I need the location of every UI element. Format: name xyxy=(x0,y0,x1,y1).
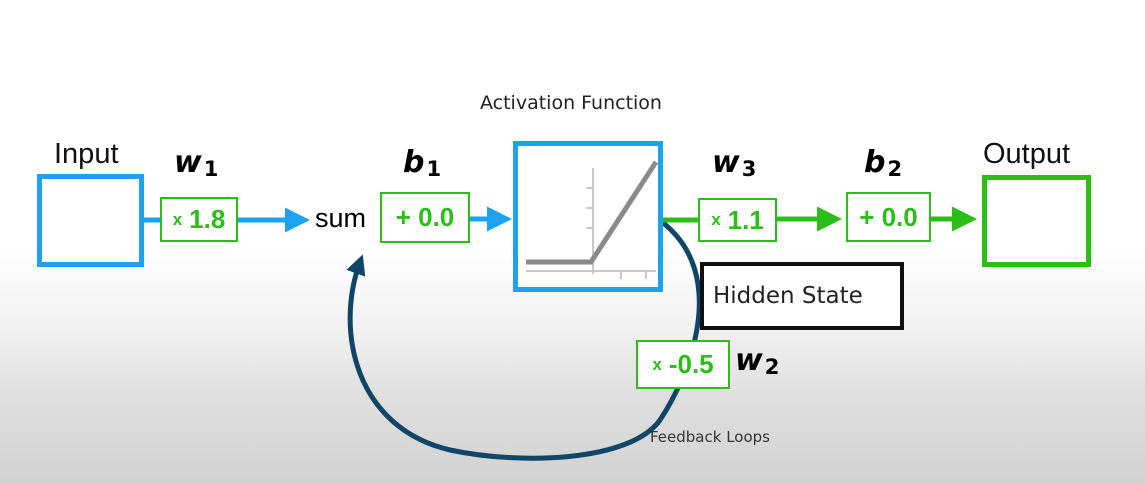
w3-label: w3 xyxy=(712,145,757,181)
output-label: Output xyxy=(983,138,1071,170)
w3-multiply-sign: x xyxy=(711,210,721,229)
input-node xyxy=(37,174,144,267)
activation-function-title: Activation Function xyxy=(480,92,662,114)
w1-weight-box: x 1.8 xyxy=(160,197,238,242)
b2-label: b2 xyxy=(864,145,903,181)
output-node xyxy=(982,175,1091,267)
b1-bias-box: + 0.0 xyxy=(380,192,470,243)
w2-multiply-sign: x xyxy=(652,354,662,374)
input-label: Input xyxy=(54,138,119,170)
feedback-loop-arrow xyxy=(346,220,702,461)
w2-label: w2 xyxy=(735,343,780,379)
w2-subscript: 2 xyxy=(764,355,780,379)
b1-symbol: b xyxy=(403,145,425,180)
w3-weight-box: x 1.1 xyxy=(698,198,777,242)
w1-value: 1.8 xyxy=(189,204,226,234)
w1-symbol: w xyxy=(174,145,202,180)
relu-plot xyxy=(526,160,658,279)
b1-subscript: 1 xyxy=(426,157,442,181)
w3-symbol: w xyxy=(712,145,740,180)
b1-value: + 0.0 xyxy=(395,202,455,232)
w3-value: 1.1 xyxy=(727,204,764,235)
w1-label: w1 xyxy=(174,145,219,181)
w2-symbol: w xyxy=(735,343,763,378)
b2-value: + 0.0 xyxy=(859,201,918,232)
b1-label: b1 xyxy=(403,145,442,181)
w2-weight-box: x -0.5 xyxy=(636,340,730,389)
w1-multiply-sign: x xyxy=(172,209,183,229)
feedback-loops-caption: Feedback Loops xyxy=(650,428,770,446)
b2-subscript: 2 xyxy=(887,157,903,181)
hidden-state-label: Hidden State xyxy=(713,283,863,309)
w2-value: -0.5 xyxy=(668,349,714,379)
w3-subscript: 3 xyxy=(741,157,757,181)
b2-bias-box: + 0.0 xyxy=(846,192,931,242)
hidden-state-box: Hidden State xyxy=(700,262,904,330)
sum-node: sum xyxy=(315,203,367,233)
w1-subscript: 1 xyxy=(203,157,219,181)
activation-function-box xyxy=(513,141,663,292)
b2-symbol: b xyxy=(864,145,886,180)
